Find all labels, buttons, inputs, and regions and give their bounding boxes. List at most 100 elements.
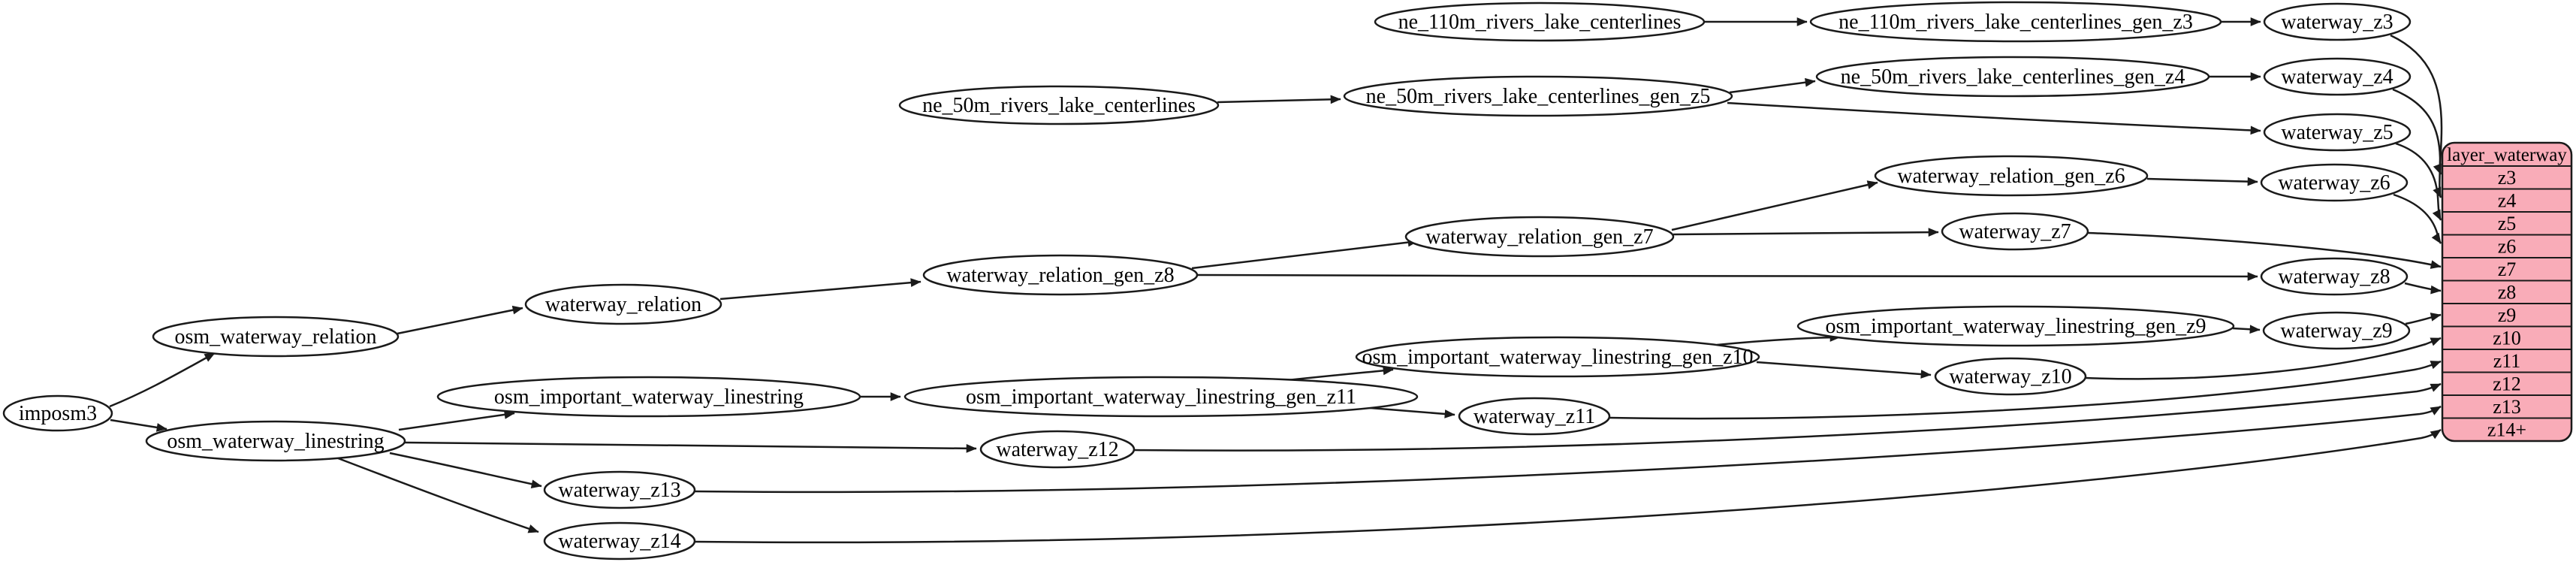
edge-osm-waterway-linestring-to-waterway-z12 [404, 441, 977, 453]
node-waterway-z10: waterway_z10 [1934, 357, 2087, 396]
node-waterway-z7-shape [1941, 212, 2089, 251]
node-waterway-z13-shape [543, 470, 696, 509]
node-osm-important-waterway-linestring-gen-z11-label: osm_important_waterway_linestring_gen_z1… [966, 385, 1356, 409]
edge-gen-z10-to-waterway-z10 [1756, 361, 1932, 379]
node-waterway-z13: waterway_z13 [543, 470, 696, 509]
node-waterway-z4-shape [2263, 57, 2412, 96]
edge-waterway-z11-to-row-z11 [1609, 360, 2442, 420]
node-waterway-z3: waterway_z3 [2263, 2, 2412, 41]
node-imposm3-label: imposm3 [19, 402, 97, 425]
edge-waterway-z5-to-row-z5 [2395, 142, 2442, 221]
edge-waterway-z4-to-row-z4 [2392, 88, 2442, 198]
edge-osm-waterway-linestring-to-important [398, 410, 515, 431]
node-ne-50m-rivers-lake-centerlines-gen-z5: ne_50m_rivers_lake_centerlines_gen_z5 [1343, 75, 1733, 117]
node-waterway-z14-label: waterway_z14 [558, 530, 680, 553]
node-waterway-z12: waterway_z12 [979, 430, 1136, 469]
node-waterway-z7: waterway_z7 [1941, 212, 2089, 251]
edge-waterway-relation-to-waterway-relation-gen-z8 [719, 278, 922, 301]
table-row-z13: z13 [2493, 396, 2521, 418]
table-layer-waterway: layer_waterway z3 z4 z5 z6 z7 z8 z9 z10 … [2441, 141, 2573, 443]
node-waterway-z12-shape [979, 430, 1136, 469]
edge-waterway-z6-to-row-z6 [2393, 193, 2442, 244]
node-waterway-z6-label: waterway_z6 [2278, 171, 2390, 195]
node-ne-50m-rivers-lake-centerlines-gen-z4-label: ne_50m_rivers_lake_centerlines_gen_z4 [1841, 65, 2185, 89]
node-waterway-z11: waterway_z11 [1458, 397, 1611, 436]
node-ne-110m-rivers-lake-centerlines-shape [1374, 2, 1706, 42]
table-row-z8: z8 [2498, 282, 2517, 304]
node-waterway-relation-shape [524, 283, 722, 325]
node-waterway-z6-shape [2260, 163, 2409, 202]
node-waterway-z11-label: waterway_z11 [1474, 405, 1595, 428]
node-osm-important-waterway-linestring: osm_important_waterway_linestring [436, 376, 861, 418]
table-row-z6: z6 [2498, 236, 2517, 258]
edge-waterway-relation-gen-z7-to-waterway-z7 [1673, 228, 1939, 237]
node-waterway-relation-label: waterway_relation [545, 293, 701, 316]
edge-imposm3-to-osm-waterway-relation [109, 352, 216, 408]
node-waterway-z11-shape [1458, 397, 1611, 436]
node-ne-50m-rivers-lake-centerlines-gen-z5-label: ne_50m_rivers_lake_centerlines_gen_z5 [1366, 85, 1711, 108]
node-imposm3-shape [2, 394, 113, 432]
node-osm-waterway-linestring-label: osm_waterway_linestring [167, 430, 384, 453]
node-waterway-z8: waterway_z8 [2260, 257, 2409, 296]
node-osm-important-waterway-linestring-gen-z11: osm_important_waterway_linestring_gen_z1… [903, 376, 1419, 418]
edge-waterway-z14-to-row-z14plus [694, 428, 2442, 544]
node-ne-50m-rivers-lake-centerlines-label: ne_50m_rivers_lake_centerlines [922, 94, 1196, 117]
node-waterway-z9: waterway_z9 [2262, 311, 2411, 350]
node-osm-important-waterway-linestring-gen-z10-shape [1355, 336, 1760, 378]
table-row-z11: z11 [2493, 350, 2521, 372]
node-waterway-relation-gen-z6-label: waterway_relation_gen_z6 [1897, 165, 2125, 188]
node-ne-50m-rivers-lake-centerlines-shape [898, 85, 1220, 125]
table-row-z14plus: z14+ [2487, 419, 2526, 441]
node-osm-important-waterway-linestring-gen-z10-label: osm_important_waterway_linestring_gen_z1… [1362, 346, 1754, 369]
edge-waterway-z7-to-row-z7 [2087, 231, 2442, 269]
edge-gen-z9-to-waterway-z9 [2232, 325, 2261, 334]
node-waterway-z9-label: waterway_z9 [2280, 319, 2392, 343]
node-osm-waterway-relation: osm_waterway_relation [152, 316, 400, 358]
node-waterway-z12-label: waterway_z12 [996, 438, 1118, 461]
edge-ne50m-to-ne50m-gen-z5 [1217, 95, 1341, 104]
edge-osm-waterway-linestring-to-waterway-z13 [389, 452, 542, 488]
node-waterway-relation-gen-z8: waterway_relation_gen_z8 [922, 254, 1199, 296]
edge-waterway-z10-to-row-z10 [2085, 337, 2442, 380]
node-osm-waterway-relation-label: osm_waterway_relation [174, 325, 376, 349]
node-osm-important-waterway-linestring-label: osm_important_waterway_linestring [494, 385, 804, 409]
node-ne-110m-rivers-lake-centerlines: ne_110m_rivers_lake_centerlines [1374, 2, 1706, 42]
node-waterway-relation: waterway_relation [524, 283, 722, 325]
table-row-z7: z7 [2498, 258, 2517, 280]
edges [109, 17, 2443, 544]
table-row-z9: z9 [2498, 304, 2517, 326]
node-waterway-z3-shape [2263, 2, 2412, 41]
node-ne-50m-rivers-lake-centerlines: ne_50m_rivers_lake_centerlines [898, 85, 1220, 125]
node-osm-important-waterway-linestring-shape [436, 376, 861, 418]
node-waterway-z5-label: waterway_z5 [2281, 121, 2393, 144]
node-waterway-z10-shape [1934, 357, 2087, 396]
edge-gen-z11-to-gen-z10 [1280, 366, 1394, 382]
table-layer-waterway-background [2441, 141, 2573, 443]
node-waterway-relation-gen-z7-label: waterway_relation_gen_z7 [1425, 225, 1653, 249]
node-ne-50m-rivers-lake-centerlines-gen-z4-shape [1815, 56, 2210, 98]
node-waterway-relation-gen-z7: waterway_relation_gen_z7 [1404, 216, 1675, 258]
edge-waterway-z9-to-row-z9 [2405, 313, 2442, 325]
table-row-z10: z10 [2493, 328, 2521, 349]
edge-ne50m-gen-z5-to-gen-z4 [1729, 77, 1816, 94]
node-waterway-z3-label: waterway_z3 [2281, 11, 2393, 34]
node-waterway-z5-shape [2263, 113, 2412, 152]
node-osm-important-waterway-linestring-gen-z11-shape [903, 376, 1419, 418]
edge-imposm3-to-osm-waterway-linestring [110, 418, 167, 432]
edge-osm-waterway-relation-to-waterway-relation [397, 305, 523, 335]
nodes: imposm3 osm_waterway_relation osm_waterw… [2, 1, 2412, 560]
node-waterway-z8-shape [2260, 257, 2409, 296]
node-ne-110m-rivers-lake-centerlines-gen-z3-label: ne_110m_rivers_lake_centerlines_gen_z3 [1838, 11, 2193, 34]
edge-osm-waterway-linestring-to-waterway-z14 [333, 455, 539, 533]
node-waterway-z6: waterway_z6 [2260, 163, 2409, 202]
node-waterway-relation-gen-z6-shape [1874, 155, 2149, 197]
table-row-z4: z4 [2498, 190, 2517, 212]
node-osm-important-waterway-linestring-gen-z10: osm_important_waterway_linestring_gen_z1… [1355, 336, 1760, 378]
edge-gen-z11-to-waterway-z11 [1360, 406, 1455, 418]
node-ne-110m-rivers-lake-centerlines-label: ne_110m_rivers_lake_centerlines [1398, 11, 1682, 34]
edge-waterway-relation-gen-z8-to-waterway-z8 [1196, 272, 2258, 281]
node-ne-50m-rivers-lake-centerlines-gen-z4: ne_50m_rivers_lake_centerlines_gen_z4 [1815, 56, 2210, 98]
node-waterway-z10-label: waterway_z10 [1949, 365, 2071, 388]
edge-waterway-relation-gen-z6-to-waterway-z6 [2146, 177, 2258, 186]
